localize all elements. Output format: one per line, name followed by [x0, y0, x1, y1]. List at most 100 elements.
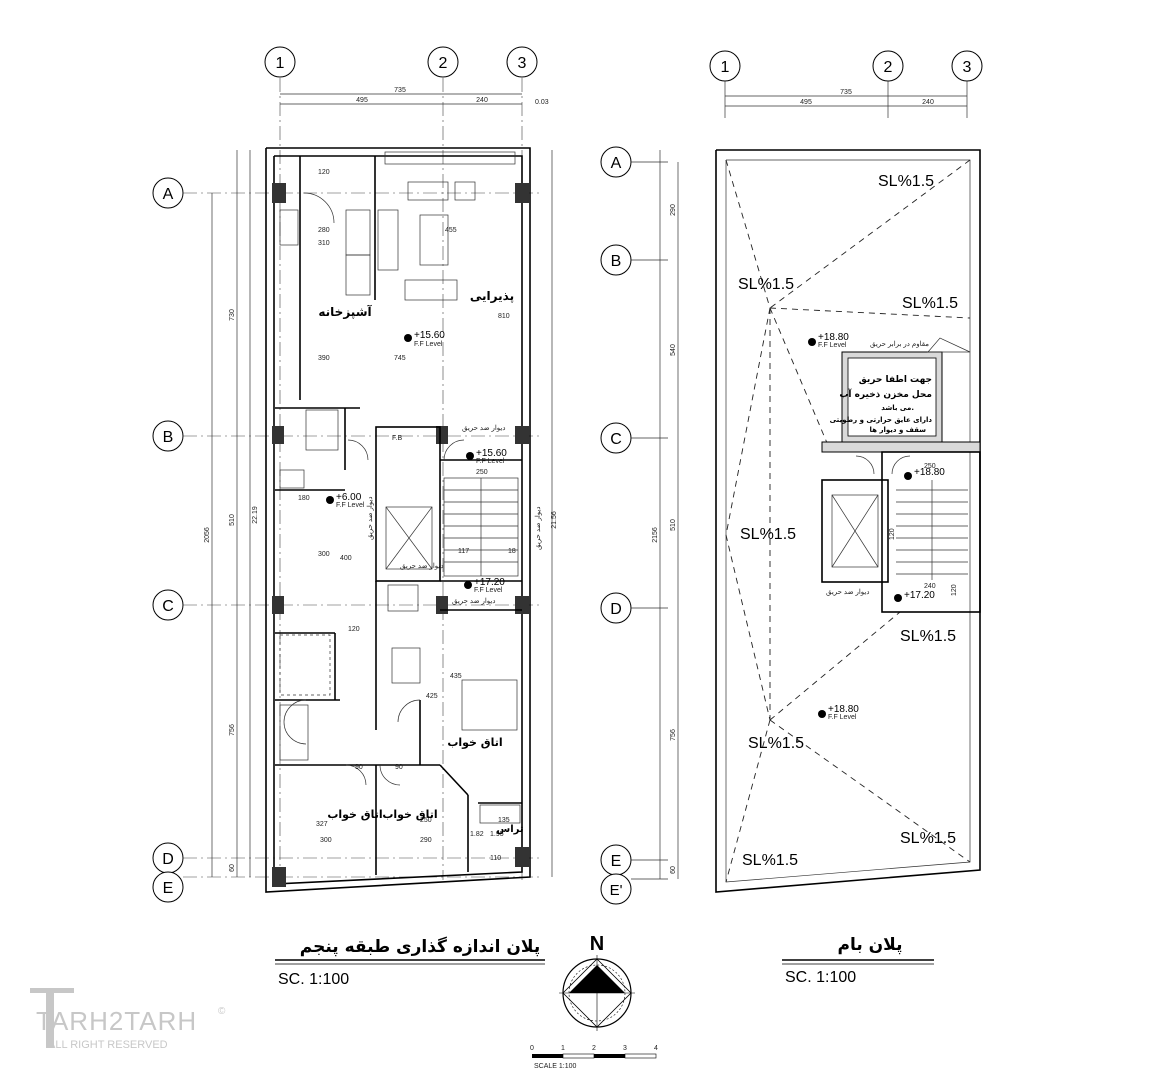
dim-text: 1.95 [490, 831, 504, 838]
north-arrow: N [559, 933, 635, 1031]
grid-label: 2 [439, 55, 448, 72]
wall-note: دیوار ضد حریق [400, 562, 444, 570]
room-label: اتاق خواب [327, 808, 382, 821]
dim-text: 180 [298, 495, 310, 502]
grid-label: 1 [276, 55, 285, 72]
dim-text: 327 [316, 821, 328, 828]
dim-text: 0.03 [535, 99, 549, 106]
tank-note-line: دارای عایق حرارتی و رطوبتی [830, 416, 933, 424]
grid-label: C [162, 598, 174, 615]
dim-text: 60 [670, 866, 677, 874]
left-furniture [279, 151, 521, 824]
left-interior-dims: 120 280 310 455 390 745 810 250 180 300 … [298, 169, 516, 862]
dim-text: 290 [670, 204, 677, 216]
slope-label: SL%1.5 [748, 735, 804, 752]
dim-text: 735 [840, 89, 852, 96]
scale-tick: 1 [561, 1045, 565, 1052]
left-grid-rows: A B C D E [152, 177, 540, 903]
dim-text: 745 [394, 355, 406, 362]
grid-label: 1 [721, 59, 730, 76]
room-label: تراس [496, 824, 523, 835]
level-sub: F.F Level [336, 502, 365, 509]
level-value: +15.60 [414, 330, 445, 341]
watermark-sub: ALL RIGHT RESERVED [48, 1039, 168, 1051]
grid-label: A [611, 155, 622, 172]
right-grid-columns: 1 2 3 735 495 240 [709, 50, 983, 118]
room-label: آشپزخانه [318, 304, 372, 319]
left-elevator [385, 506, 433, 570]
dim-text: 18 [508, 548, 516, 555]
dim-text: 300 [318, 551, 330, 558]
dim-text: 250 [476, 469, 488, 476]
dim-text: 756 [670, 729, 677, 741]
dim-text: 90 [395, 764, 403, 771]
scale-tick: 2 [592, 1045, 596, 1052]
wall-note: دیوار ضد حریق [366, 497, 374, 541]
level-value: +15.60 [476, 448, 507, 459]
level-sub: F.F Level [476, 458, 505, 465]
watermark: TARH2TARH ALL RIGHT RESERVED © [30, 988, 226, 1051]
grid-label: 2 [884, 59, 893, 76]
tank-note-line: جهت اطفا حریق [859, 375, 932, 385]
right-title-block: پلان بام SC. 1:100 [782, 935, 934, 986]
roof-stair-core: 250 240 120 120 دیوار ضد حریق [821, 441, 981, 613]
scale-tick: 3 [623, 1045, 627, 1052]
slope-labels: SL%1.5 SL%1.5 SL%1.5 SL%1.5 SL%1.5 SL%1.… [738, 173, 958, 869]
level-value: +18.80 [914, 467, 945, 478]
dim-text: 400 [340, 555, 352, 562]
left-top-dimensions: 735 495 240 0.03 [280, 87, 549, 106]
dim-text: 135 [498, 817, 510, 824]
dim-text: 455 [445, 227, 457, 234]
dim-text: 2156 [652, 527, 659, 543]
scale-tick: 4 [654, 1045, 658, 1052]
scale-tick: 0 [530, 1045, 534, 1052]
dim-text: 280 [318, 227, 330, 234]
grid-label: B [611, 253, 622, 270]
right-plan-title: پلان بام [838, 935, 903, 955]
tank-top-note: مقاوم در برابر حریق [870, 340, 929, 348]
dim-text: 120 [951, 584, 958, 596]
grid-label: 3 [963, 59, 972, 76]
slope-label: SL%1.5 [900, 830, 956, 847]
dim-text: 117 [458, 548, 469, 555]
right-grid-rows: A B C D E E' 290 540 510 756 60 2156 [600, 146, 679, 905]
level-value: +6.00 [336, 492, 362, 503]
scale-bar: 0 1 2 3 4 SCALE 1:100 [530, 1045, 658, 1070]
wall-note: دیوار ضد حریق [826, 588, 870, 596]
dim-text: 300 [320, 837, 332, 844]
grid-bubble [427, 46, 459, 78]
slope-label: SL%1.5 [738, 276, 794, 293]
dim-text: 425 [426, 693, 438, 700]
grid-label: C [610, 431, 622, 448]
grid-label: 3 [518, 55, 527, 72]
tank-note-line: محل مخزن ذخیره آب [839, 388, 932, 400]
dim-text: 510 [670, 519, 677, 531]
roof-outline [715, 149, 981, 893]
dim-text: 240 [476, 97, 488, 104]
grid-label: D [610, 601, 622, 618]
fb-label: F.B [392, 435, 402, 442]
level-value: +18.80 [828, 704, 859, 715]
left-stair [443, 477, 519, 577]
slope-label: SL%1.5 [878, 173, 934, 190]
dim-text: 510 [229, 514, 236, 526]
slope-label: SL%1.5 [900, 628, 956, 645]
dim-text: 810 [498, 313, 510, 320]
dim-text: 110 [490, 855, 501, 862]
grid-label: A [163, 186, 174, 203]
watermark-mark: © [218, 1006, 226, 1017]
room-label: پذیرایی [470, 289, 514, 303]
dim-text: 735 [394, 87, 406, 94]
left-plan-scale: SC. 1:100 [278, 971, 349, 988]
wall-note: دیوار ضد حریق [534, 507, 542, 551]
dim-text: 90 [355, 764, 363, 771]
level-sub: F.F Level [414, 341, 443, 348]
dim-text: 730 [229, 309, 236, 321]
dim-text: 495 [800, 99, 812, 106]
dim-text: 756 [229, 724, 236, 736]
dim-text: 435 [450, 673, 462, 680]
slope-label: SL%1.5 [740, 526, 796, 543]
dim-text: 22.19 [252, 506, 259, 524]
level-value: +17.20 [474, 577, 505, 588]
